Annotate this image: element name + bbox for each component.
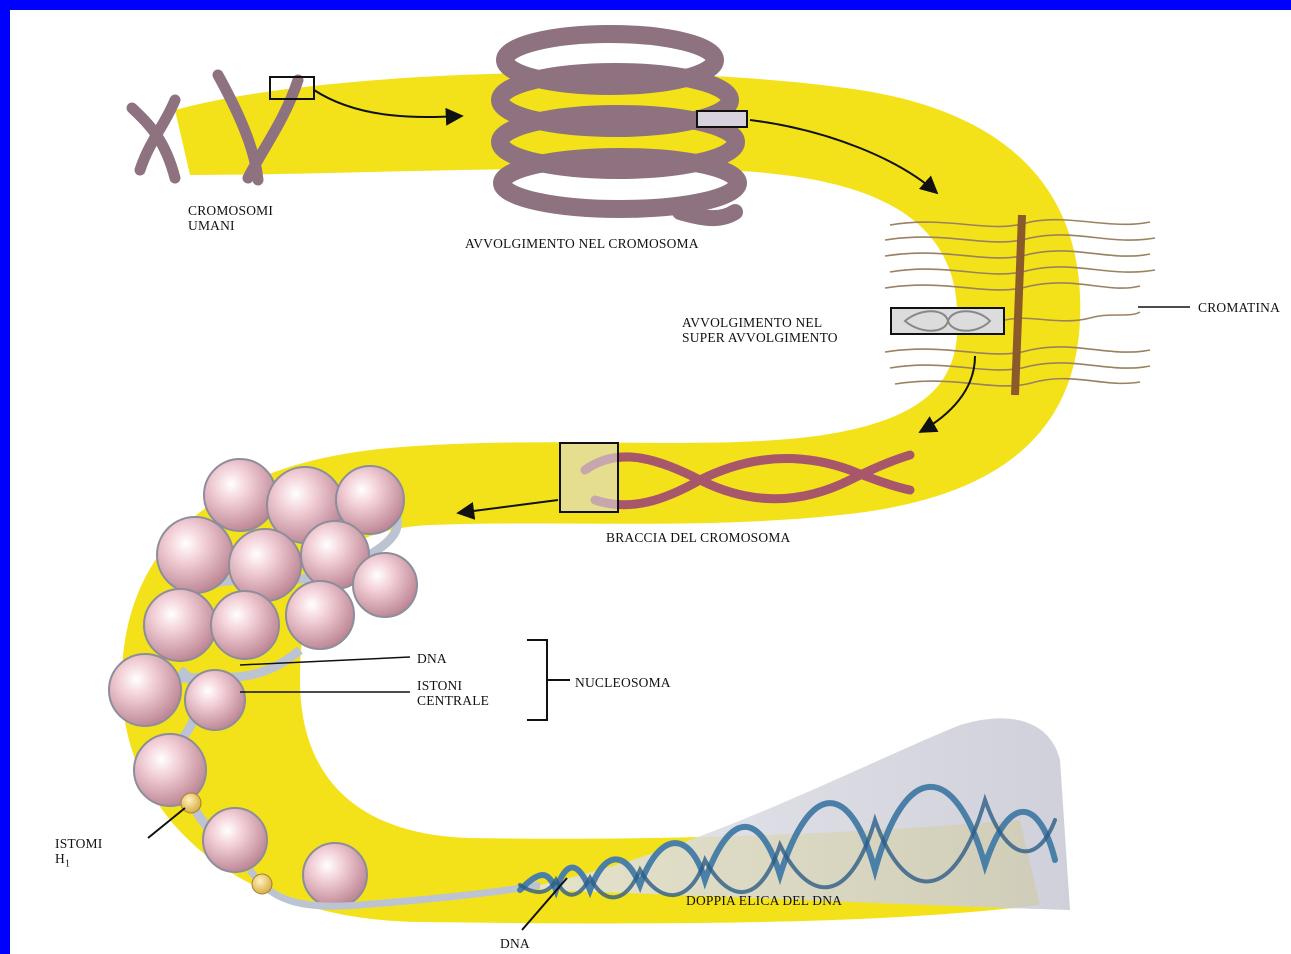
h1-histone-2: [252, 874, 272, 894]
label-cromatina: CROMATINA: [1198, 300, 1280, 315]
label-dna-upper: DNA: [417, 651, 447, 666]
label-avvolgimento-cromosoma: AVVOLGIMENTO NEL CROMOSOMA: [465, 236, 699, 251]
label-istomi-h1: ISTOMI H1: [55, 836, 102, 872]
chromatin-diagram: [10, 10, 1291, 954]
zoom-box-coil: [697, 111, 747, 127]
nucleosoma-bracket: [527, 640, 570, 720]
label-doppia-elica: DOPPIA ELICA DEL DNA: [686, 893, 842, 908]
zoom-box-braccia: [560, 443, 618, 512]
label-braccia: BRACCIA DEL CROMOSOMA: [606, 530, 790, 545]
label-dna-lower: DNA: [500, 936, 530, 951]
label-nucleosoma: NUCLEOSOMA: [575, 675, 671, 690]
